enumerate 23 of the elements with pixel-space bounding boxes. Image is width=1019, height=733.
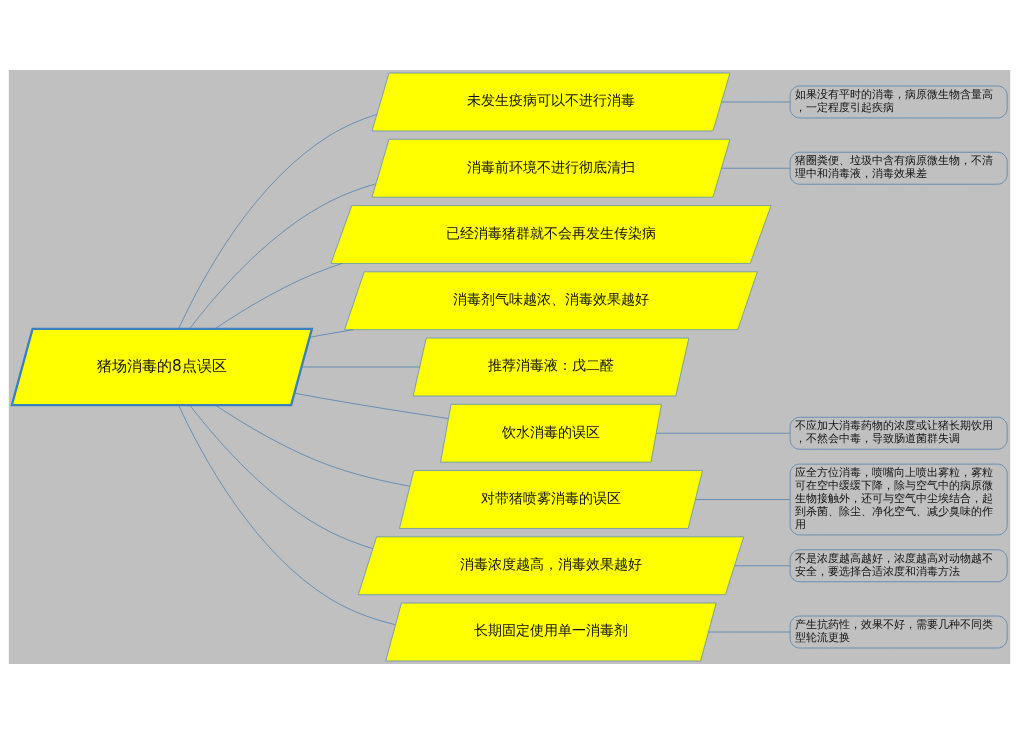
connector xyxy=(294,392,449,419)
connector xyxy=(178,113,378,329)
connector xyxy=(189,182,377,329)
node-box: 猪圈粪便、垃圾中含有病原微生物，不清理中和消毒液，消毒效果差 xyxy=(789,151,1008,185)
node-box: 如果没有平时的消毒，病原微生物含量高，一定程度引起疾病 xyxy=(789,85,1008,118)
connector xyxy=(734,564,791,566)
connector xyxy=(708,631,791,632)
connector xyxy=(189,404,374,549)
node-box: 产生抗药性，效果不好，需要几种不同类型轮流更换 xyxy=(789,615,1008,648)
connector xyxy=(655,432,791,434)
node-box: 应全方位消毒，喷嘴向上喷出雾粒，雾粒可在空中缓缓下降，除与空气中的病原微生物接触外，还可与空气中尘埃结合，起到杀菌、除尘、净化空气、减少臭味的作用 xyxy=(789,463,1008,535)
node-box: 推荐消毒液：戊二醛 xyxy=(412,337,690,396)
connector xyxy=(695,498,791,500)
connector xyxy=(215,404,411,487)
connector xyxy=(214,262,343,329)
node-box: 不应加大消毒药物的浓度或让猪长期饮用，不然会中毒，导致肠道菌群失调 xyxy=(789,416,1008,450)
connector xyxy=(301,366,421,367)
connector xyxy=(178,404,396,625)
connector xyxy=(721,101,791,102)
connector xyxy=(309,328,354,338)
connector xyxy=(721,167,791,169)
node-box: 不是浓度越高越好，浓度越高对动物越不安全，要选择合适浓度和消毒方法 xyxy=(789,548,1008,582)
node-box: 饮水消毒的误区 xyxy=(440,403,662,463)
